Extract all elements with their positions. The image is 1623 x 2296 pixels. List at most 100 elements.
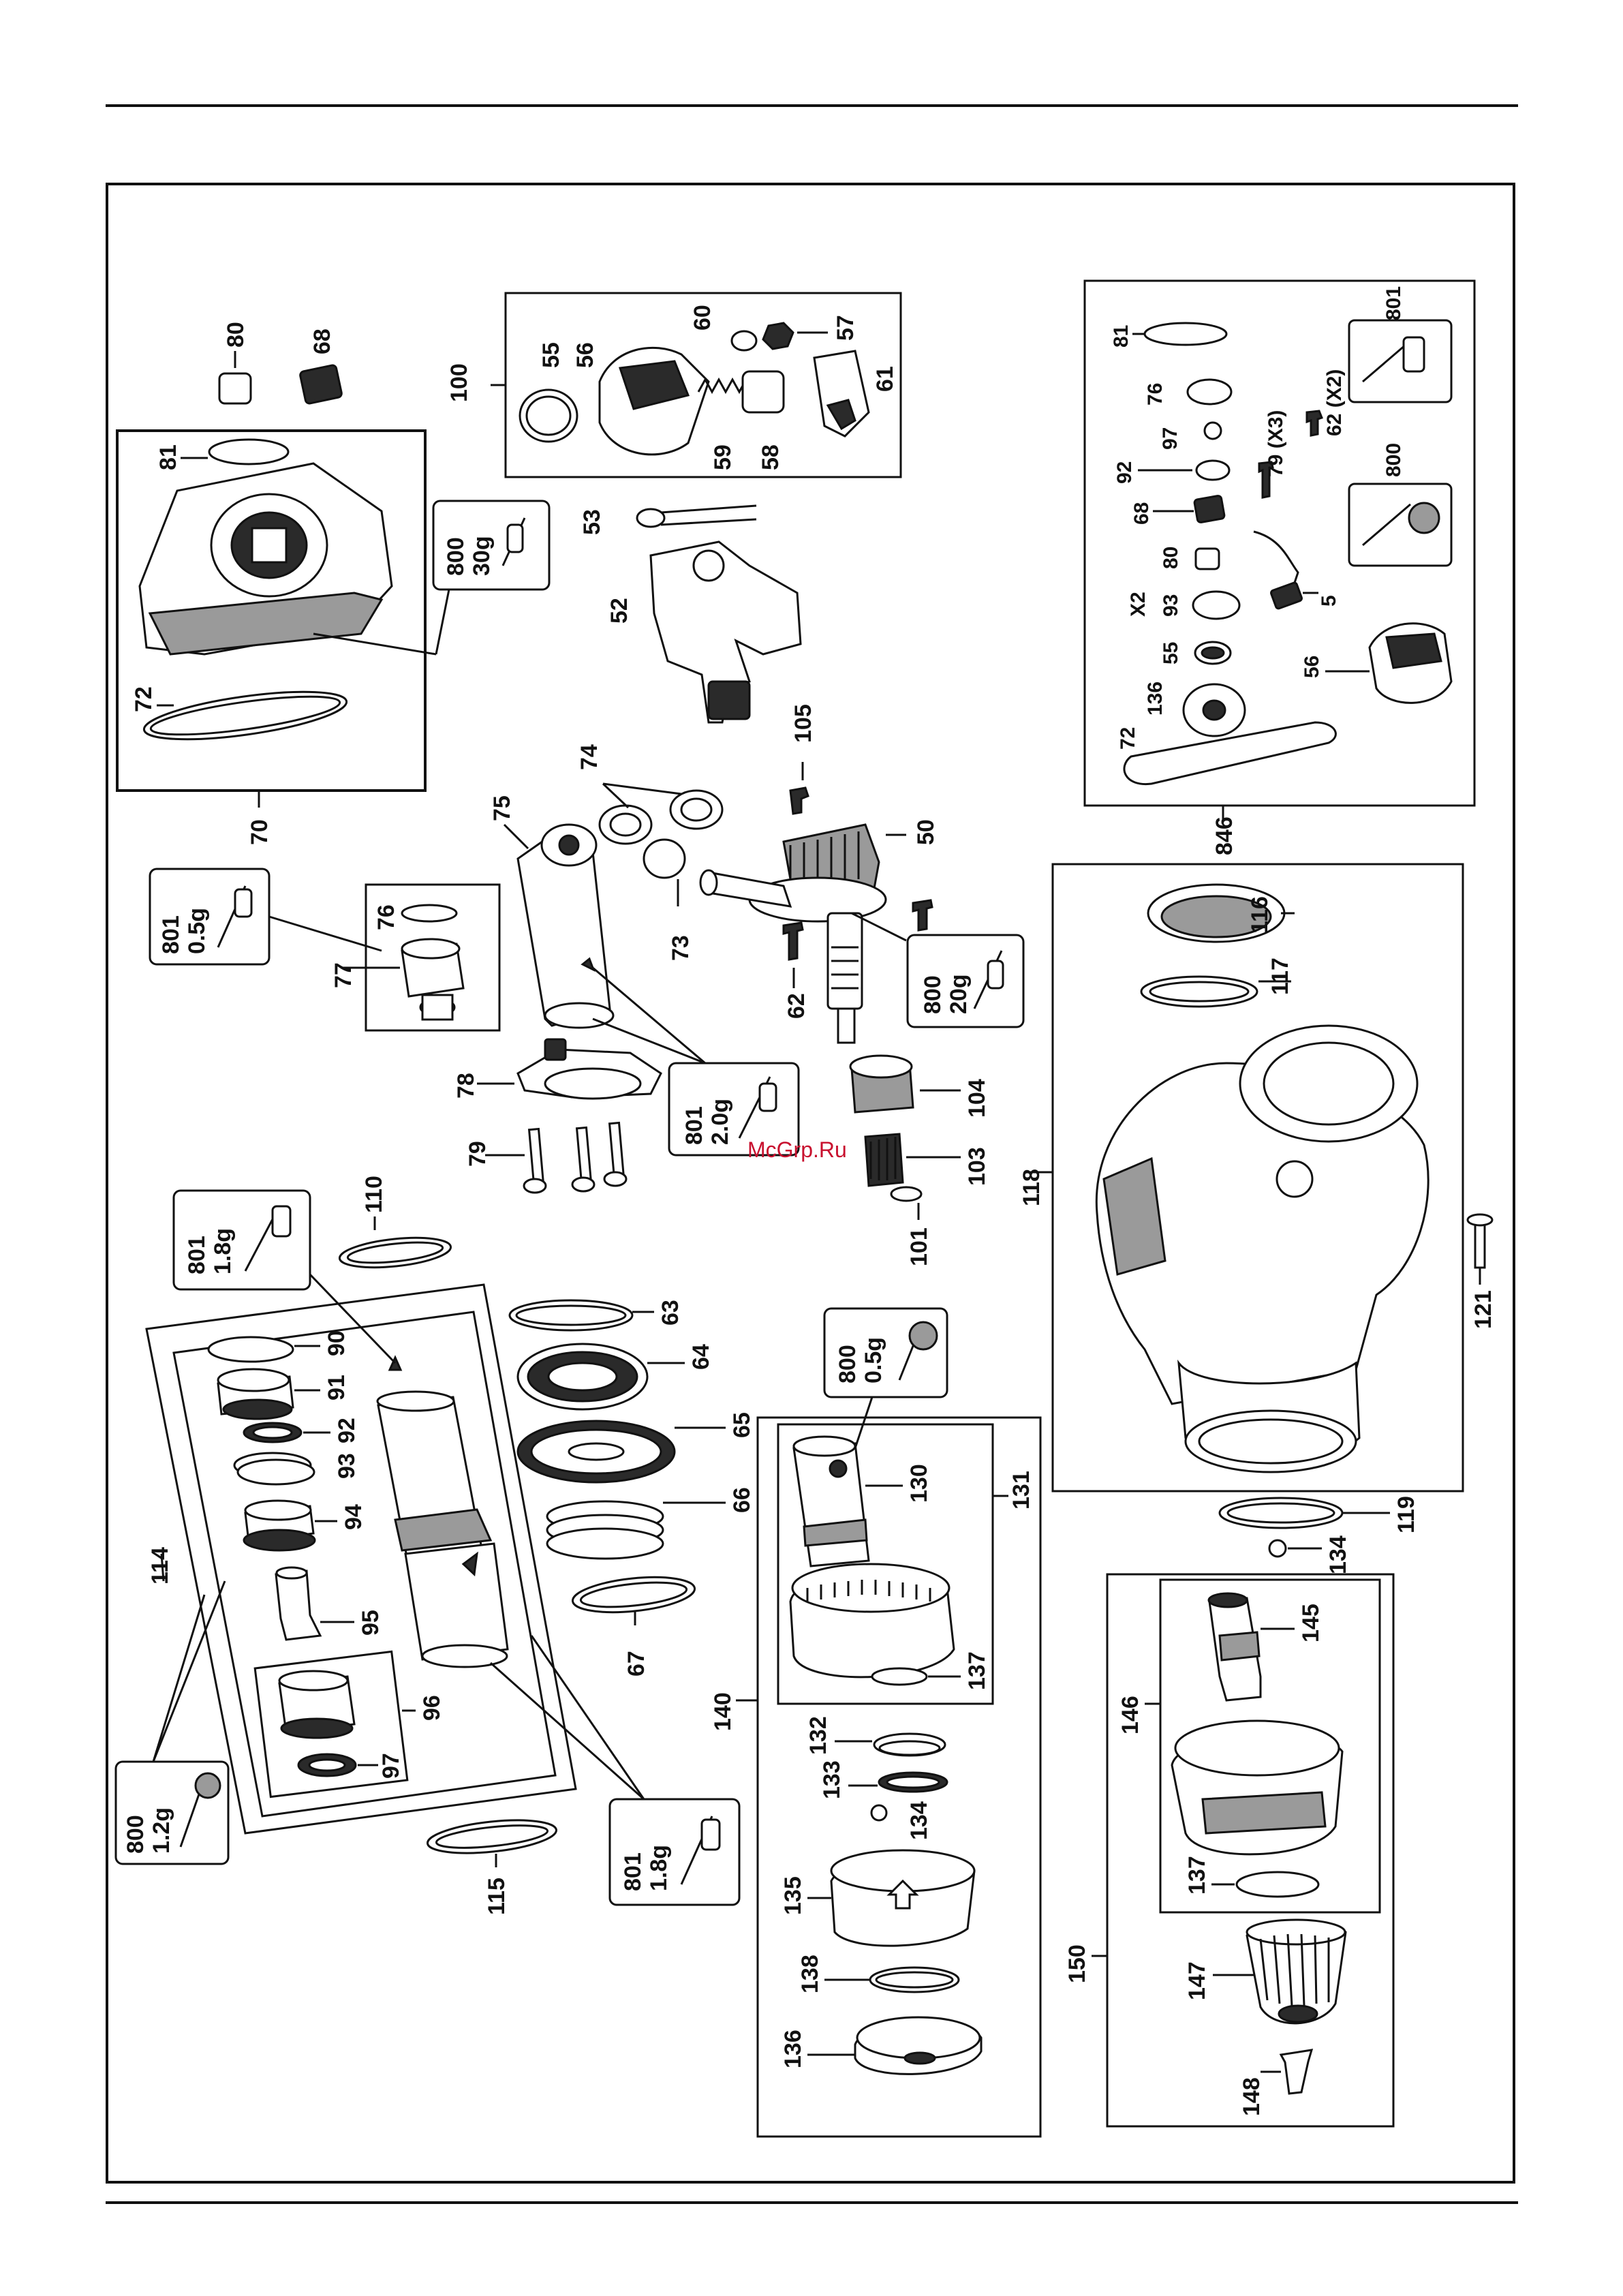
part-52-block: 52 [606,540,802,724]
part-101-block: 101 [890,1186,932,1266]
label-64: 64 [688,1344,714,1370]
label-121: 121 [1470,1290,1496,1329]
label-63: 63 [658,1300,683,1326]
label-62x2: 62 (X2) [1323,369,1346,436]
label-134: 134 [1325,1535,1351,1574]
callout-801-1.8g-upper: 801 1.8g [172,1189,397,1364]
label-81: 81 [1110,325,1132,348]
watermark: McGrp.Ru [747,1137,847,1162]
part-104-block: 104 [849,1054,990,1118]
label-61: 61 [872,366,898,392]
group-118: 116 117 118 [1019,863,1464,1493]
part-68-block: 68 [299,328,343,405]
label-131: 131 [1008,1471,1034,1510]
label-56: 56 [572,342,598,368]
part-110-block: 110 [338,1176,452,1269]
part-134b-block: 134 [1268,1535,1351,1574]
label-146: 146 [1117,1696,1143,1734]
label-68: 68 [309,328,335,354]
label-72: 72 [131,686,157,712]
label-78: 78 [453,1073,479,1099]
label-5: 5 [1318,595,1340,607]
label-115: 115 [484,1878,510,1915]
label-103: 103 [964,1147,990,1186]
part-115-block: 115 [426,1819,558,1915]
label-134: 134 [906,1801,932,1840]
label-62: 62 [784,993,809,1019]
label-x2: X2 [1127,592,1149,617]
label-147: 147 [1184,1961,1210,2000]
callout-code: 801 [158,915,184,954]
label-52: 52 [606,598,632,624]
label-60: 60 [690,305,715,331]
label-94: 94 [341,1504,367,1530]
label-92: 92 [334,1418,360,1443]
label-145: 145 [1298,1604,1324,1642]
label-136: 136 [1144,682,1166,716]
part-65-block: 65 [516,1412,755,1484]
label-70: 70 [247,819,273,845]
label-101: 101 [906,1227,932,1266]
label-50: 50 [913,819,939,845]
label-119: 119 [1393,1496,1419,1533]
callout-801-1.8g-lower: 801 1.8g [490,1635,741,1906]
part-74-block: 74 [576,744,724,845]
part-64-block: 64 [516,1343,714,1411]
callout-qty: 20g [946,974,972,1014]
label-97: 97 [1159,427,1181,450]
part-66-block: 66 [546,1487,755,1560]
label-801: 801 [1382,286,1405,320]
part-80-block: 80 [218,322,252,405]
label-130: 130 [906,1464,932,1503]
label-104: 104 [964,1079,990,1118]
callout-800-30g: 800 30g [432,500,551,591]
group-114: 114 90 91 92 93 94 95 [145,1283,577,1835]
label-55: 55 [538,342,564,368]
label-140: 140 [710,1692,736,1731]
label-93: 93 [1160,594,1182,617]
label-55: 55 [1160,642,1182,664]
callout-qty: 1.8g [646,1845,672,1891]
callout-801-0.5g: 801 0.5g [149,868,382,966]
label-65: 65 [729,1412,755,1438]
label-68: 68 [1130,502,1153,525]
label-138: 138 [797,1955,823,1993]
label-846: 846 [1211,816,1237,855]
label-74: 74 [576,744,602,770]
label-76: 76 [373,904,399,930]
label-114: 114 [147,1547,173,1585]
label-75: 75 [489,795,515,821]
callout-code: 800 [835,1345,861,1383]
label-93: 93 [334,1453,360,1479]
callout-qty: 1.8g [210,1228,236,1274]
label-59: 59 [710,444,736,470]
label-58: 58 [758,444,784,470]
label-150: 150 [1064,1944,1090,1983]
callout-qty: 1.2g [149,1807,174,1854]
label-148: 148 [1239,2077,1265,2116]
label-56: 56 [1301,656,1323,678]
callout-code: 800 [920,975,946,1014]
part-119-block: 119 [1218,1496,1419,1533]
callout-qty: 30g [469,536,495,576]
callout-code: 801 [184,1236,210,1274]
callout-qty: 0.5g [184,908,210,954]
label-80: 80 [223,322,249,348]
label-79x3: 79 (X3) [1265,410,1287,477]
callout-qty: 2.0g [707,1099,733,1145]
label-91: 91 [324,1375,350,1400]
label-53: 53 [579,509,605,535]
label-80: 80 [1160,547,1182,569]
label-92: 92 [1113,461,1136,484]
label-136: 136 [780,2030,806,2068]
label-66: 66 [729,1487,755,1513]
label-110: 110 [361,1176,387,1213]
part-103-block: 103 [864,1133,990,1187]
label-132: 132 [805,1716,831,1755]
label-90: 90 [324,1330,350,1356]
part-63-block: 63 [508,1299,683,1332]
label-76: 76 [1144,383,1166,405]
label-95: 95 [358,1610,384,1636]
callout-code: 800 [123,1815,149,1854]
label-96: 96 [419,1695,445,1721]
